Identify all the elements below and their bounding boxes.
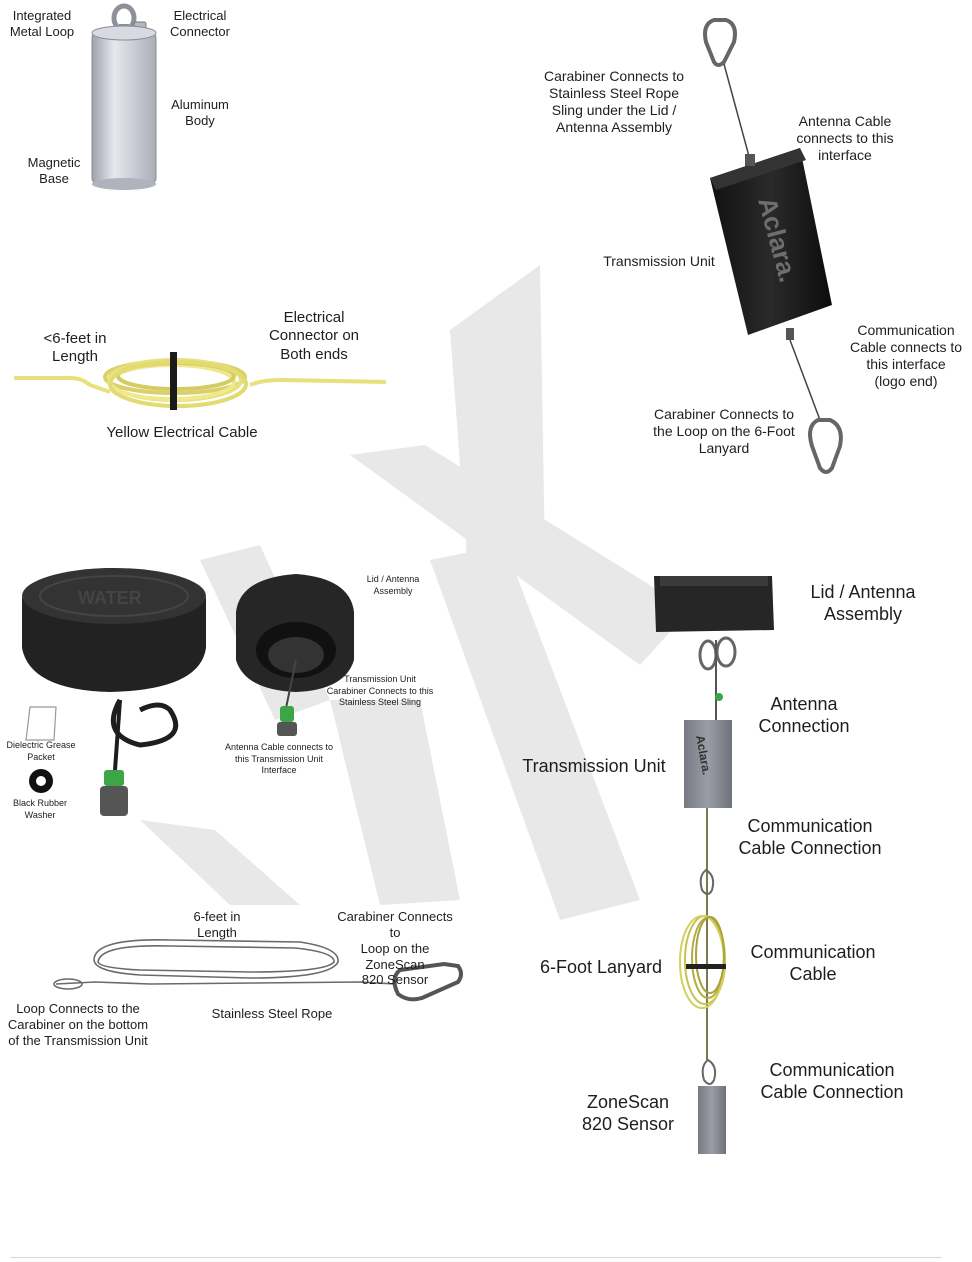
carabiner-top-label: Carabiner Connects to Stainless Steel Ro… <box>532 68 696 136</box>
cable-connector-label: Electrical Connector on Both ends <box>258 309 370 364</box>
antenna-cable-label: Antenna Cable connects to this interface <box>782 113 908 164</box>
carabiner-bottom-label: Carabiner Connects to the Loop on the 6-… <box>642 406 806 457</box>
aluminum-body-label: Aluminum Body <box>164 97 236 129</box>
yellow-cable-label: Yellow Electrical Cable <box>92 424 272 442</box>
lanyard-length-label: 6-feet in Length <box>170 909 264 941</box>
transmission-unit-label: Transmission Unit <box>596 253 722 270</box>
tu-carabiner-sling-label: Transmission Unit Carabiner Connects to … <box>320 674 440 709</box>
lid-antenna-small-label: Lid / Antenna Assembly <box>352 574 434 597</box>
assembly-transmission-unit-label: Transmission Unit <box>506 756 682 778</box>
lanyard-carabiner-label: Carabiner Connects to Loop on the ZoneSc… <box>330 909 460 988</box>
assembly-comm-cable-label: Communication Cable <box>736 942 890 986</box>
communication-cable-interface-label: Communication Cable connects to this int… <box>840 322 972 390</box>
electrical-connector-label: Electrical Connector <box>160 8 240 40</box>
rubber-washer-label: Black Rubber Washer <box>4 798 76 821</box>
assembly-lid-label: Lid / Antenna Assembly <box>792 582 934 626</box>
stainless-rope-label: Stainless Steel Rope <box>206 1006 338 1022</box>
assembly-comm-connection-label-2: Communication Cable Connection <box>744 1060 920 1104</box>
lid-antenna-illustration: WATER <box>22 568 354 816</box>
magnetic-base-label: Magnetic Base <box>20 155 88 187</box>
svg-text:WATER: WATER <box>78 588 142 608</box>
assembly-sensor-label: ZoneScan 820 Sensor <box>570 1092 686 1136</box>
footer-divider <box>10 1257 942 1258</box>
assembly-comm-connection-label-1: Communication Cable Connection <box>722 816 898 860</box>
zonescan-sensor-illustration <box>92 6 156 190</box>
cable-length-label: <6-feet in Length <box>30 330 120 367</box>
assembly-antenna-connection-label: Antenna Connection <box>744 694 864 738</box>
antenna-cable-tu-label: Antenna Cable connects to this Transmiss… <box>218 742 340 777</box>
integrated-metal-loop-label: Integrated Metal Loop <box>2 8 82 40</box>
assembly-lanyard-label: 6-Foot Lanyard <box>528 957 674 979</box>
dielectric-grease-label: Dielectric Grease Packet <box>0 740 82 763</box>
transmission-unit-illustration: Aclara. <box>705 20 841 472</box>
lanyard-loop-label: Loop Connects to the Carabiner on the bo… <box>4 1001 152 1049</box>
